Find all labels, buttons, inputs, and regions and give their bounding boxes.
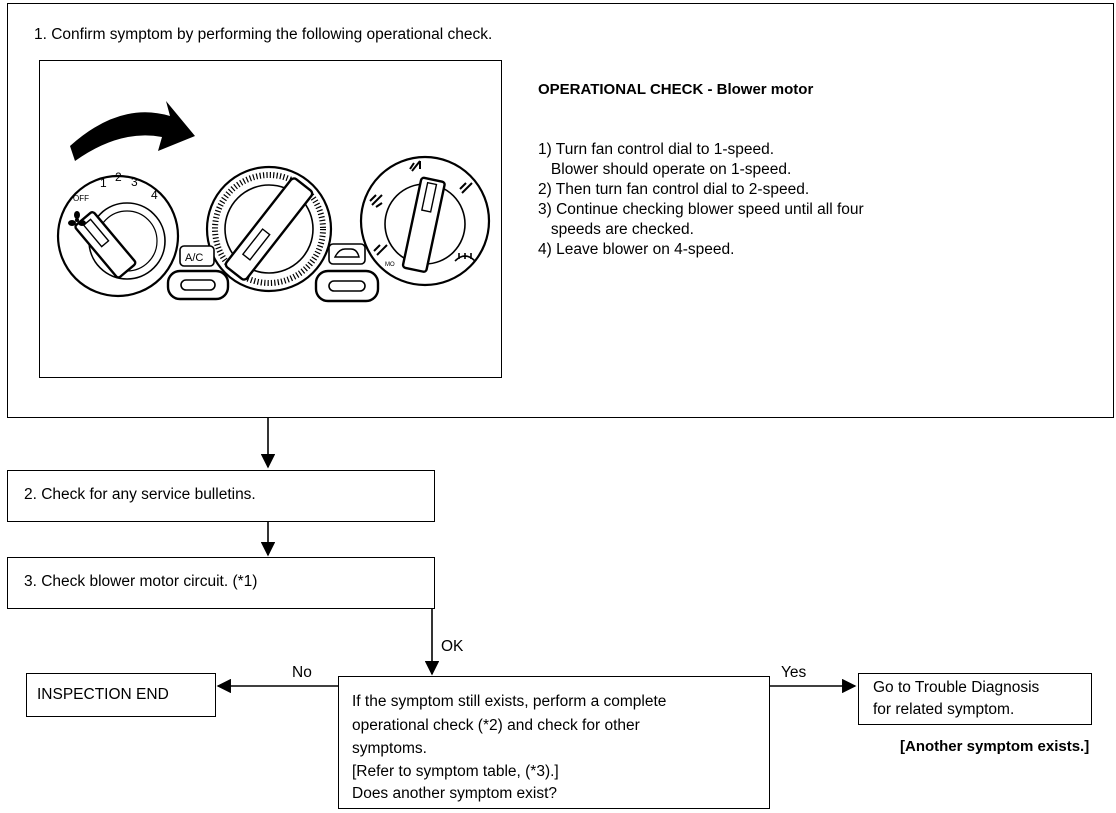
ac-button-label: A/C [185,252,203,264]
trouble-line-2: for related symptom. [873,701,1015,718]
mode-control-dial[interactable]: MO [359,155,491,287]
defrost-icon [454,253,476,262]
no-label: No [292,664,312,681]
rotate-arrow-icon [70,101,195,161]
inspection-end-label: INSPECTION END [37,686,169,703]
fan-dial-speed-4: 4 [151,188,158,202]
fan-dial-speed-1: 1 [100,176,107,190]
fan-dial-speed-3: 3 [131,175,138,189]
fan-control-dial[interactable]: OFF 1 2 3 4 [56,170,180,298]
step1-box: 1. Confirm symptom by performing the fol… [7,3,1114,418]
check-line-6: 4) Leave blower on 4-speed. [538,241,735,258]
fan-icon [68,211,86,226]
inspection-end-box: INSPECTION END [26,673,216,717]
question-line-4: [Refer to symptom table, (*3).] [352,763,559,780]
recirculation-button[interactable] [314,243,380,303]
step2-box: 2. Check for any service bulletins. [7,470,435,522]
fan-dial-off-label: OFF [73,194,89,203]
check-line-1: 1) Turn fan control dial to 1-speed. [538,141,775,158]
vent-face-icon [409,160,421,172]
symptom-question-box: If the symptom still exists, perform a c… [338,676,770,809]
question-line-5: Does another symptom exist? [352,785,558,802]
check-line-4: 3) Continue checking blower speed until … [538,201,864,218]
yes-label: Yes [781,664,807,681]
mode-dial-label: MO [385,262,395,268]
hvac-control-illustration: OFF 1 2 3 4 [39,60,502,378]
check-line-3: 2) Then turn fan control dial to 2-speed… [538,181,810,198]
fan-dial-speed-2: 2 [115,170,122,184]
check-line-2: Blower should operate on 1-speed. [538,161,792,178]
another-symptom-note: [Another symptom exists.] [900,738,1090,755]
step3-box: 3. Check blower motor circuit. (*1) [7,557,435,609]
hvac-panel-drawing: OFF 1 2 3 4 [56,101,491,303]
car-recirc-icon [333,248,360,258]
operational-check-title: OPERATIONAL CHECK - Blower motor [538,81,814,98]
vent-bilevel-icon [369,194,383,208]
vent-floor-defrost-icon [459,182,473,194]
vent-floor-icon [373,244,388,256]
question-line-2: operational check (*2) and check for oth… [352,717,640,734]
trouble-line-1: Go to Trouble Diagnosis [873,679,1040,696]
question-line-1: If the symptom still exists, perform a c… [352,693,667,710]
ok-label: OK [441,638,464,655]
trouble-diagnosis-box: Go to Trouble Diagnosis for related symp… [858,673,1092,725]
question-line-3: symptoms. [352,740,427,757]
step2-label: 2. Check for any service bulletins. [24,486,256,503]
ac-button[interactable]: A/C [166,245,230,301]
step1-label: 1. Confirm symptom by performing the fol… [34,26,493,43]
step3-label: 3. Check blower motor circuit. (*1) [24,573,258,590]
check-line-5: speeds are checked. [538,221,694,238]
temperature-control-dial[interactable] [205,165,333,293]
